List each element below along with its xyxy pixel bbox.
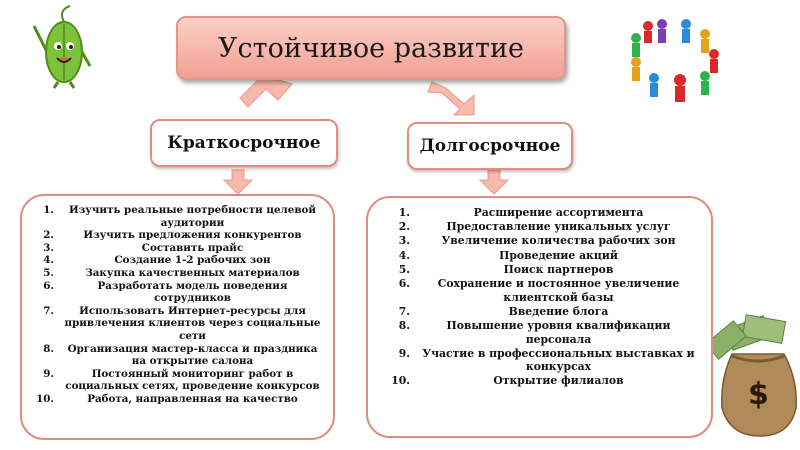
item-text: Постоянный мониторинг работ в социальных… [65, 367, 320, 393]
list-item: 8. Организация мастер-класса и праздника … [28, 343, 323, 368]
list-item: 9. Участие в профессиональных выставках и… [376, 347, 699, 374]
page-title: Устойчивое развитие [218, 32, 524, 64]
item-number: 1. [398, 206, 410, 219]
list-item: 2. Предоставление уникальных услуг [376, 220, 699, 234]
item-text: Создание 1-2 рабочих зон [114, 254, 271, 267]
list-item: 1. Расширение ассортимента [376, 206, 699, 220]
long-term-header: Долгосрочное [407, 122, 573, 170]
long-term-list: 1. Расширение ассортимента 2. Предоставлен… [376, 206, 699, 388]
arrow-down-left-icon [222, 169, 254, 195]
item-number: 10. [391, 374, 410, 388]
list-item: 7. Введение блога [376, 305, 699, 319]
item-number: 3. [398, 234, 410, 248]
item-number: 4. [398, 248, 410, 262]
list-item: 5. Поиск партнеров [376, 263, 699, 277]
item-text: Закупка качественных материалов [85, 266, 300, 279]
item-text: Организация мастер-класса и праздника на… [67, 342, 318, 368]
item-number: 2. [398, 220, 410, 234]
item-text: Изучить реальные потребности целевой ауд… [69, 204, 316, 229]
item-number: 1. [43, 204, 54, 216]
list-item: 7. Использовать Интернет-ресурсы для прив… [28, 305, 323, 343]
item-number: 8. [43, 342, 54, 355]
item-number: 7. [43, 304, 54, 317]
item-number: 7. [398, 304, 410, 318]
arrow-down-right-icon [478, 169, 510, 195]
list-item: 8. Повышение уровня квалификации персонал… [376, 319, 699, 346]
short-term-list-box: 1. Изучить реальные потребности целевой а… [20, 194, 335, 440]
list-item: 6. Сохранение и постоянное увеличение кли… [376, 277, 699, 304]
list-item: 1. Изучить реальные потребности целевой а… [28, 204, 323, 229]
item-text: Предоставление уникальных услуг [446, 220, 671, 234]
item-number: 6. [43, 279, 54, 292]
arrow-right-icon [427, 81, 475, 116]
item-number: 5. [398, 262, 410, 276]
list-item: 3. Увеличение количества рабочих зон [376, 234, 699, 248]
item-text: Сохранение и постоянное увеличение клиен… [437, 276, 680, 304]
item-number: 8. [398, 318, 410, 332]
list-item: 4. Создание 1-2 рабочих зон [28, 254, 323, 267]
short-term-label: Краткосрочное [167, 133, 321, 153]
item-text: Увеличение количества рабочих зон [441, 234, 676, 248]
item-text: Составить прайс [141, 241, 244, 254]
item-text: Повышение уровня квалификации персонала [446, 318, 671, 346]
item-number: 3. [43, 241, 54, 254]
item-text: Использовать Интернет-ресурсы для привле… [64, 304, 321, 342]
money-bag-icon: $ [705, 314, 797, 437]
list-item: 6. Разработать модель поведения сотрудник… [28, 280, 323, 305]
list-item: 9. Постоянный мониторинг работ в социальн… [28, 368, 323, 393]
short-term-header: Краткосрочное [150, 119, 338, 167]
long-term-label: Долгосрочное [419, 136, 561, 156]
item-text: Разработать модель поведения сотрудников [97, 279, 288, 305]
item-number: 6. [398, 276, 410, 290]
item-number: 2. [43, 229, 54, 242]
list-item: 2. Изучить предложения конкурентов [28, 229, 323, 242]
title-box: Устойчивое развитие [176, 16, 566, 80]
list-item: 10. Работа, направленная на качество [28, 393, 323, 406]
svg-text:$: $ [748, 377, 769, 412]
list-item: 10. Открытие филиалов [376, 374, 699, 388]
item-number: 9. [398, 346, 410, 360]
list-item: 3. Составить прайс [28, 242, 323, 255]
leaf-mascot-icon [32, 5, 92, 89]
item-number: 10. [36, 392, 54, 405]
list-item: 4. Проведение акций [376, 249, 699, 263]
item-text: Участие в профессиональных выставках и к… [422, 346, 695, 374]
item-number: 9. [43, 367, 54, 380]
item-text: Расширение ассортимента [473, 206, 644, 219]
item-text: Работа, направленная на качество [87, 392, 298, 405]
list-item: 5. Закупка качественных материалов [28, 267, 323, 280]
item-text: Проведение акций [499, 248, 618, 262]
long-term-list-box: 1. Расширение ассортимента 2. Предоставлен… [366, 196, 713, 438]
people-circle-icon [631, 19, 719, 102]
item-text: Открытие филиалов [493, 374, 624, 388]
item-number: 5. [43, 266, 54, 279]
short-term-list: 1. Изучить реальные потребности целевой а… [28, 204, 323, 406]
item-text: Введение блога [508, 304, 609, 318]
item-text: Изучить предложения конкурентов [83, 229, 302, 242]
item-number: 4. [43, 254, 54, 267]
item-text: Поиск партнеров [503, 262, 614, 276]
